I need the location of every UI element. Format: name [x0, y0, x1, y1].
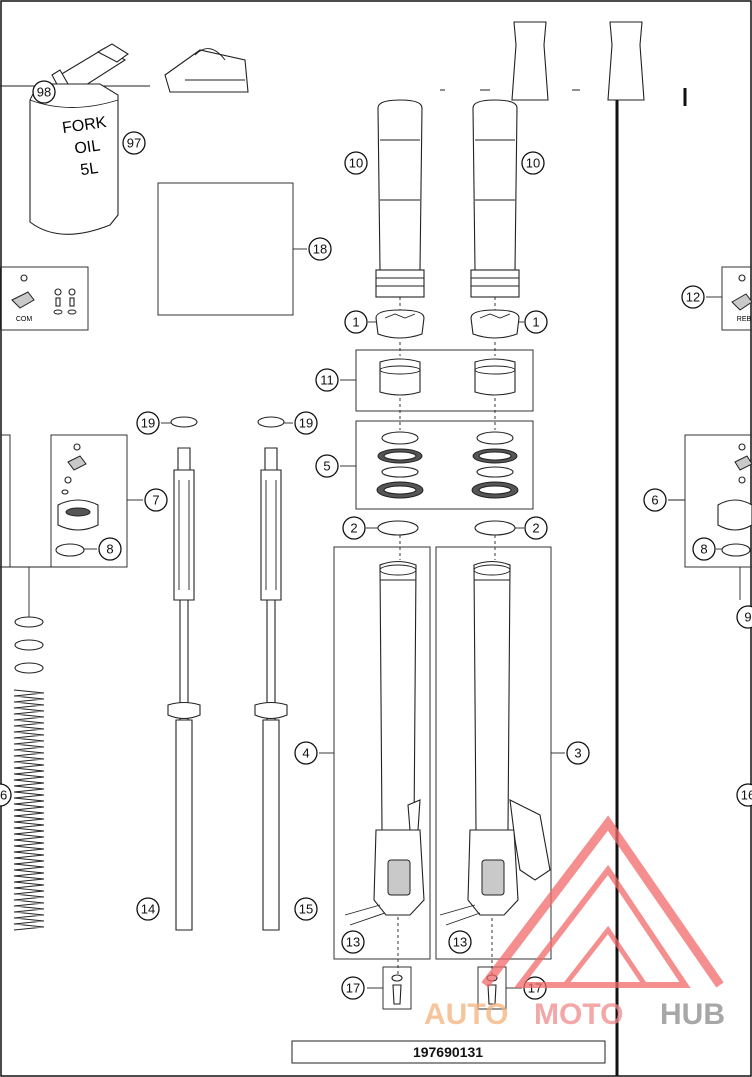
drawing-number-box [291, 1040, 606, 1064]
svg-text:1: 1 [532, 315, 539, 330]
callout-8-left: 8 [98, 537, 122, 561]
fork-cap-7 [55, 443, 99, 557]
outer-tube-right [470, 99, 520, 298]
callout-7: 7 [144, 488, 168, 512]
callout-9: 9 [736, 605, 752, 629]
cartridge-15 [254, 447, 288, 931]
callout-97: 97 [122, 131, 146, 155]
fork-leg-4 [344, 560, 425, 926]
bushing-1-left [375, 309, 425, 339]
callout-12: 12 [681, 285, 705, 309]
svg-text:3: 3 [574, 746, 581, 761]
svg-text:6: 6 [651, 493, 658, 508]
frame-box-5 [355, 420, 534, 510]
svg-text:4: 4 [302, 746, 309, 761]
callout-6: 6 [643, 488, 667, 512]
fork-oil-can: FORK OIL 5L [29, 48, 249, 235]
callout-10-right: 10 [521, 151, 545, 175]
svg-text:13: 13 [346, 935, 360, 950]
watermark-hub: HUB [660, 998, 725, 1031]
svg-text:97: 97 [127, 136, 141, 151]
callout-2-left: 2 [342, 516, 366, 540]
svg-text:2: 2 [532, 521, 539, 536]
callout-16-right: 16 [736, 783, 752, 807]
callout-19-left: 19 [136, 411, 160, 435]
kit-box-reb: REB [721, 266, 752, 331]
bushings-11 [379, 358, 516, 396]
rings-19 [170, 416, 285, 428]
kit-box-com: COM [0, 266, 89, 331]
callout-16-left: 16 [0, 783, 12, 807]
o-rings-2 [377, 520, 516, 536]
svg-text:7: 7 [152, 493, 159, 508]
drawing-number: 197690131 [413, 1044, 483, 1060]
svg-text:14: 14 [141, 902, 155, 917]
svg-text:2: 2 [350, 521, 357, 536]
svg-text:8: 8 [700, 542, 707, 557]
svg-text:8: 8 [106, 542, 113, 557]
frame-box-7 [50, 434, 128, 568]
fork-leg-3 [439, 560, 551, 926]
oil-can-label-3: 5L [79, 160, 99, 179]
watermark-logo: AUTO MOTO HUB [424, 815, 725, 1031]
svg-text:12: 12 [686, 290, 700, 305]
svg-text:18: 18 [313, 242, 327, 257]
svg-text:10: 10 [349, 156, 363, 171]
svg-text:5: 5 [323, 459, 330, 474]
frame-box-11 [355, 349, 534, 412]
callout-5: 5 [315, 454, 339, 478]
callout-13-right: 13 [448, 930, 472, 954]
watermark-moto: MOTO [534, 998, 623, 1031]
svg-text:98: 98 [37, 85, 51, 100]
callout-8-right: 8 [692, 537, 716, 561]
frame-box-18 [157, 182, 294, 316]
svg-text:1: 1 [352, 315, 359, 330]
callout-11: 11 [315, 368, 339, 392]
callout-3: 3 [566, 741, 590, 765]
svg-text:16: 16 [741, 788, 752, 803]
callout-18: 18 [308, 237, 332, 261]
callout-4: 4 [294, 741, 318, 765]
svg-text:11: 11 [320, 373, 334, 388]
oil-can-label-2: OIL [73, 137, 101, 157]
callout-13-left: 13 [341, 930, 365, 954]
outer-tube-left [375, 21, 645, 298]
oil-can-label-1: FORK [61, 114, 108, 137]
callout-2-right: 2 [524, 516, 548, 540]
svg-text:15: 15 [299, 902, 313, 917]
seals-5 [376, 431, 519, 499]
svg-text:10: 10 [526, 156, 540, 171]
svg-text:17: 17 [346, 981, 360, 996]
svg-text:16: 16 [0, 788, 7, 803]
callout-98: 98 [32, 80, 56, 104]
svg-text:13: 13 [453, 935, 467, 950]
spring-16-left [0, 566, 80, 931]
bushing-1-right [470, 309, 520, 339]
frame-box-6 [684, 434, 752, 568]
cartridge-14 [167, 447, 201, 931]
kit-label-com: COM [16, 316, 33, 323]
watermark-auto: AUTO [424, 998, 508, 1031]
fork-cap-6 [717, 443, 752, 557]
svg-text:9: 9 [744, 610, 751, 625]
callout-14: 14 [136, 897, 160, 921]
callout-17-left: 17 [341, 976, 365, 1000]
kit-label-reb: REB [737, 316, 752, 323]
callout-1-right: 1 [524, 310, 548, 334]
callout-19-right: 19 [294, 411, 318, 435]
callout-1-left: 1 [344, 310, 368, 334]
callout-15: 15 [294, 897, 318, 921]
svg-text:19: 19 [141, 416, 155, 431]
callout-10-left: 10 [344, 151, 368, 175]
svg-text:19: 19 [299, 416, 313, 431]
